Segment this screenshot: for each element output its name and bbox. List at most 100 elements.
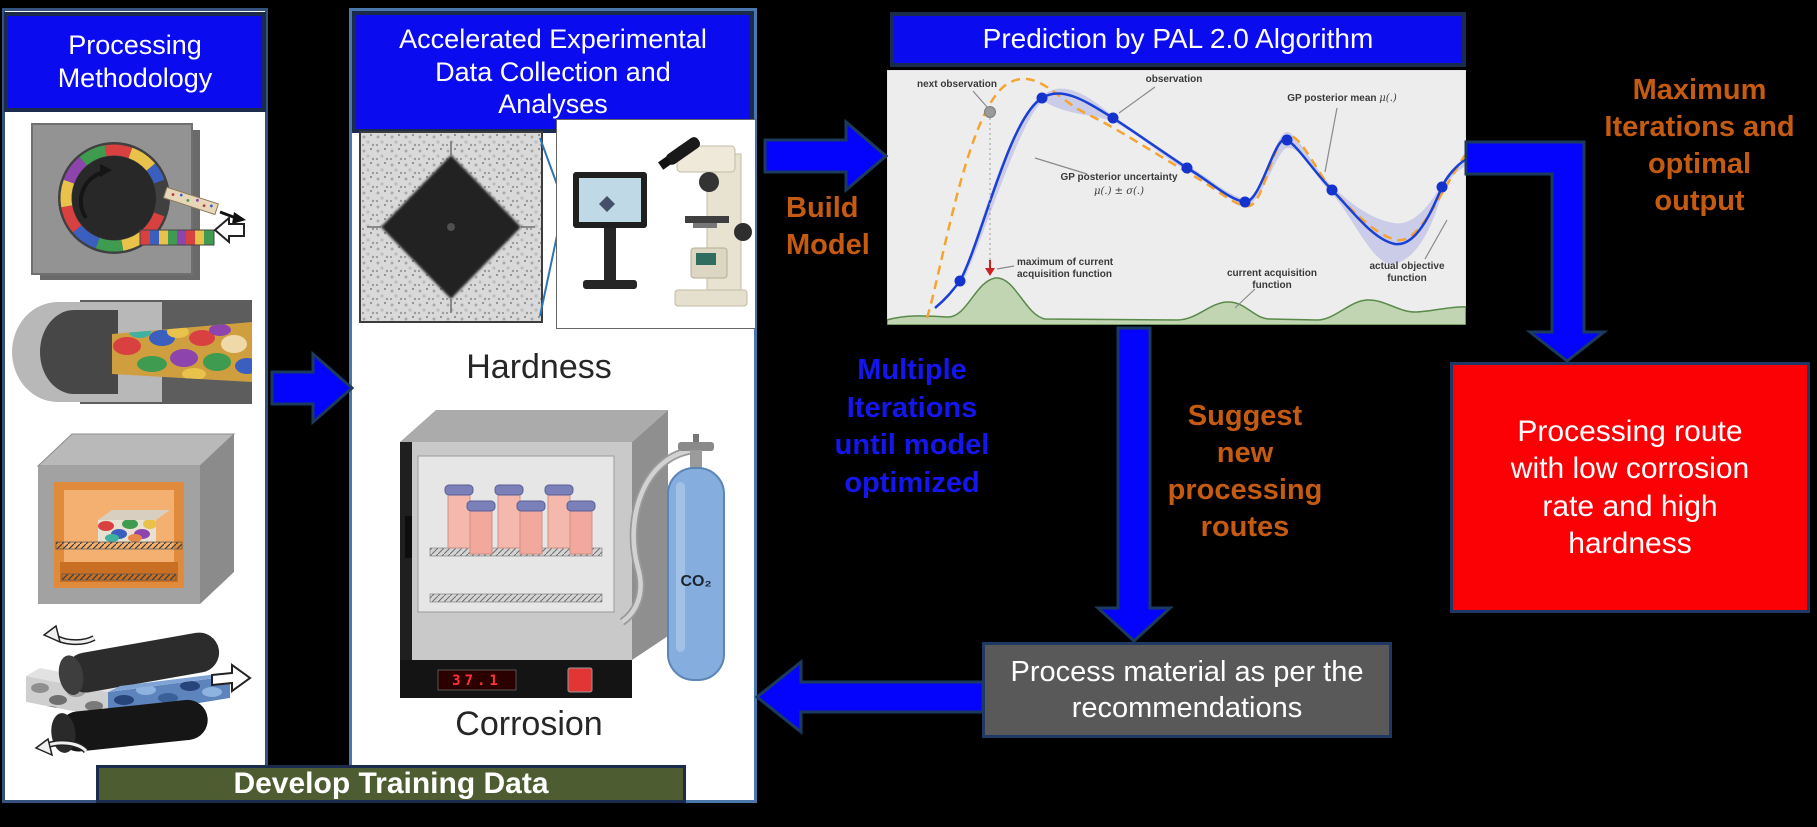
experimental-header: Accelerated Experimental Data Collection… xyxy=(352,11,754,133)
bottom-rotation-arrow-icon xyxy=(34,737,89,757)
door-handle xyxy=(405,516,412,558)
temperature-display xyxy=(437,669,517,691)
screen-diamond xyxy=(599,196,615,212)
arrow-left-icon-processbox-panel2 xyxy=(754,658,985,736)
prediction-header: Prediction by PAL 2.0 Algorithm xyxy=(890,12,1466,67)
panel-screen xyxy=(696,253,716,265)
exit-arrow-icon xyxy=(211,663,252,693)
top-roller xyxy=(58,632,220,695)
hardness-indent-image xyxy=(359,131,543,323)
valve-stem xyxy=(693,434,699,444)
plot-background xyxy=(887,70,1466,325)
observation-label: observation xyxy=(1146,74,1203,85)
heat-treatment-furnace-illustration xyxy=(36,433,236,604)
prediction-title: Prediction by PAL 2.0 Algorithm xyxy=(982,23,1374,55)
extruded-rod xyxy=(139,229,215,246)
temperature-value: 37.1 xyxy=(452,673,502,689)
develop-training-data-bar: Develop Training Data xyxy=(96,765,686,803)
next-observation-dot xyxy=(984,106,996,118)
processing-route-text: Processing route with low corrosion rate… xyxy=(1510,414,1750,561)
max-acquisition-marker-icon xyxy=(985,268,995,276)
stage-sub xyxy=(693,223,717,228)
maximum-iterations-label: Maximum Iterations and optimal output xyxy=(1604,74,1795,218)
billet-extrusion-illustration xyxy=(12,300,252,404)
cylinder-neck xyxy=(690,450,702,470)
gp-uncertainty-label: GP posterior uncertainty xyxy=(1060,172,1178,183)
observation-dot xyxy=(954,275,966,287)
shelf-lower xyxy=(429,593,603,603)
experimental-title: Accelerated Experimental Data Collection… xyxy=(399,23,707,120)
billet-body xyxy=(74,310,118,394)
observation-dot xyxy=(1036,92,1048,104)
current-acquisition-label-1: current acquisition xyxy=(1227,268,1317,279)
rack-lower xyxy=(61,573,177,581)
insert-arrow-icon xyxy=(213,215,245,245)
microscope-tube xyxy=(658,137,701,170)
suggest-new-routes-label: Suggest new processing routes xyxy=(1167,400,1323,544)
sample-top xyxy=(98,510,170,520)
corrosion-label: Corrosion xyxy=(455,705,603,743)
monitor-stand xyxy=(604,228,616,280)
tester-base xyxy=(674,289,748,307)
chamber-top xyxy=(400,410,668,442)
process-material-box: Process material as per the recommendati… xyxy=(982,642,1392,738)
camo-rod xyxy=(112,322,252,382)
actual-objective-label-2: function xyxy=(1387,273,1426,284)
power-button xyxy=(567,667,593,693)
observation-dot xyxy=(1239,196,1251,208)
observation-dot xyxy=(1107,112,1119,124)
rotation-arrow-icon xyxy=(78,170,105,220)
actual-objective-label-1: actual objective xyxy=(1369,261,1444,272)
stage xyxy=(685,216,729,223)
process-material-text: Process material as per the recommendati… xyxy=(1010,655,1364,724)
rotor-inner xyxy=(72,156,156,240)
multicolor-ring xyxy=(60,144,165,252)
observation-dot xyxy=(1281,134,1293,146)
rolling-mill-illustration xyxy=(26,624,252,757)
valve-cap xyxy=(678,442,714,451)
indent-center xyxy=(447,223,455,231)
max-acquisition-label-2: acquisition function xyxy=(1017,269,1112,280)
monitor-base xyxy=(583,280,637,289)
connector-line xyxy=(1324,107,1338,173)
gp-mean-label: GP posterior mean μ(.) xyxy=(1287,93,1397,104)
observation-dot xyxy=(1436,181,1448,193)
observation-dots xyxy=(954,92,1448,287)
acquisition-function-area xyxy=(887,277,1466,325)
max-acquisition-label-1: maximum of current xyxy=(1017,257,1114,268)
processing-methodology-title: Processing Methodology xyxy=(57,30,213,93)
feed-rod xyxy=(162,186,219,216)
processing-methodology-header: Processing Methodology xyxy=(4,12,266,112)
furnace-top xyxy=(36,433,236,467)
gp-optimization-plot: next observation observation GP posterio… xyxy=(887,70,1466,325)
rotary-extrusion-illustration xyxy=(31,123,246,280)
processing-route-box: Processing route with low corrosion rate… xyxy=(1450,362,1810,613)
observation-dot xyxy=(1326,184,1338,196)
connector-line xyxy=(1234,288,1256,309)
actual-objective-curve xyxy=(925,77,1466,319)
arrow-right-icon-panel1-panel2 xyxy=(270,350,355,426)
indent-crack-lines xyxy=(367,141,535,313)
connector-line xyxy=(996,265,1015,270)
connector-line xyxy=(1424,219,1448,260)
top-rotation-arrow-icon xyxy=(42,624,96,646)
current-acquisition-label-2: function xyxy=(1252,280,1291,291)
rack-upper xyxy=(55,541,183,550)
gp-uncertainty-math: μ(.) ± σ(.) xyxy=(1094,186,1144,197)
co2-label: CO₂ xyxy=(680,573,711,590)
multiple-iterations-label: Multiple Iterations until model optimize… xyxy=(834,354,990,500)
slab-out-top xyxy=(108,671,242,692)
gp-mean-curve xyxy=(934,92,1466,309)
arrow-right-icon-panel2-plot xyxy=(763,118,889,194)
cylinder-highlight xyxy=(676,482,685,652)
sample-vials xyxy=(444,484,596,555)
sample-block xyxy=(98,520,156,542)
connector-line xyxy=(1118,86,1156,114)
turret xyxy=(699,172,719,192)
develop-training-data-label: Develop Training Data xyxy=(233,767,549,800)
feed-arrowhead xyxy=(232,212,246,224)
focus-knob xyxy=(734,223,752,241)
connector-line xyxy=(972,90,988,108)
build-model-label: Build Model xyxy=(786,192,870,262)
